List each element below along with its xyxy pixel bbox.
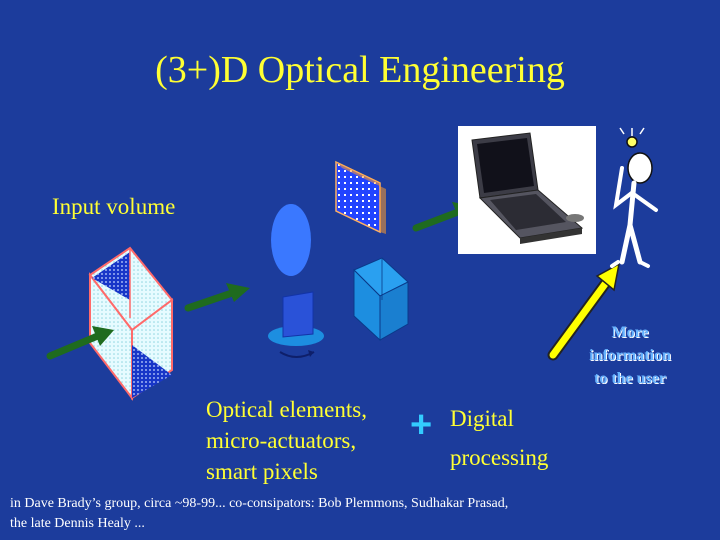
laptop-icon (458, 126, 596, 254)
footer-line: the late Dennis Healy ... (10, 516, 145, 531)
smart-pixel-array-icon (335, 160, 386, 234)
plus-sign: + (410, 404, 433, 446)
optical-line: micro-actuators, (206, 428, 357, 453)
footer-credits: in Dave Brady’s group, circa ~98-99... c… (10, 494, 700, 534)
optical-elements-label: Optical elements, micro-actuators, smart… (206, 394, 367, 487)
slide-title: (3+)D Optical Engineering (155, 49, 565, 91)
footer-line: in Dave Brady’s group, circa ~98-99... c… (10, 496, 509, 511)
user-arrow-icon (547, 262, 621, 361)
optics-arrow-icon (184, 283, 250, 312)
tilting-mirror-icon (268, 291, 324, 358)
digital-line: processing (450, 445, 549, 470)
prism-volume-icon (88, 246, 174, 401)
more-information-label: More information to the user (568, 321, 692, 390)
digital-processing-label: Digital processing (450, 399, 548, 477)
digital-line: Digital (450, 406, 514, 431)
info-line: information (589, 347, 671, 364)
info-line: More (611, 324, 649, 341)
optical-cube-icon (353, 257, 409, 342)
optical-line: smart pixels (206, 459, 318, 484)
optical-line: Optical elements, (206, 397, 367, 422)
input-volume-label: Input volume (52, 194, 176, 219)
lens-icon (271, 204, 311, 276)
info-line: to the user (594, 370, 666, 387)
input-arrow-icon (46, 326, 114, 360)
stick-figure-idea-icon (610, 127, 658, 268)
